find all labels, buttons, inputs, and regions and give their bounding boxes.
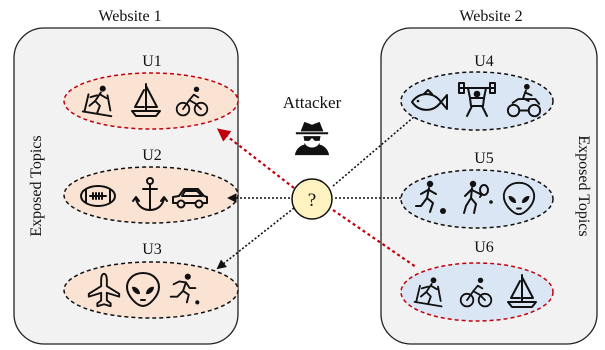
website-2-side-label: Exposed Topics bbox=[575, 135, 592, 236]
arrow-to-u3 bbox=[216, 207, 295, 270]
user-label-u3: U3 bbox=[142, 241, 162, 258]
user-ellipse-u4 bbox=[400, 71, 554, 131]
line-to-u6 bbox=[332, 209, 417, 268]
user-label-u6: U6 bbox=[474, 239, 494, 256]
query-circle bbox=[291, 178, 333, 220]
user-label-u2: U2 bbox=[142, 147, 162, 164]
user-ellipse-u5 bbox=[400, 169, 554, 229]
spy-icon bbox=[294, 121, 330, 156]
user-ellipse-u1 bbox=[63, 72, 239, 130]
user-label-u5: U5 bbox=[474, 150, 494, 167]
arrow-to-u1 bbox=[216, 128, 295, 189]
website-1-title: Website 1 bbox=[98, 8, 161, 25]
attacker-label: Attacker bbox=[283, 93, 342, 112]
user-label-u1: U1 bbox=[142, 53, 162, 70]
website-2-title: Website 2 bbox=[459, 8, 522, 25]
line-to-u4 bbox=[332, 115, 416, 187]
query-symbol: ? bbox=[308, 190, 316, 211]
website-1-side-label: Exposed Topics bbox=[28, 135, 45, 236]
user-label-u4: U4 bbox=[474, 53, 494, 70]
